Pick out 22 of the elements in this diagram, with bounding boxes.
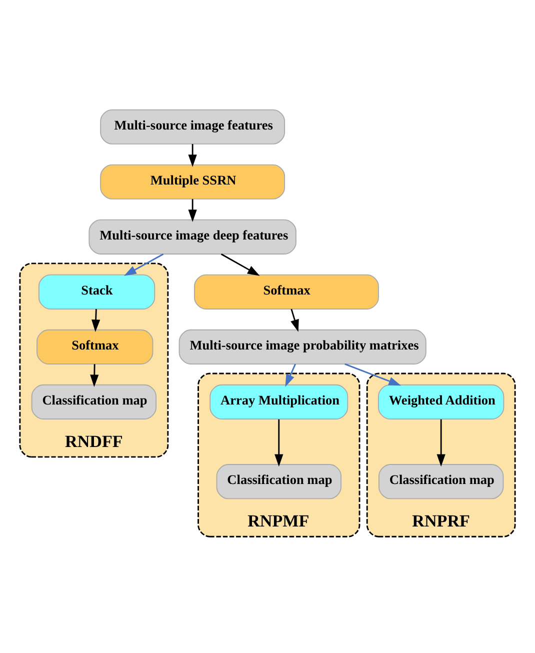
node-box: Classification map [378,464,504,499]
arrow [188,198,197,222]
node-box: Stack [38,274,156,309]
arrow [90,364,99,387]
node-box: Softmax [194,274,379,309]
arrow [285,363,296,386]
node-box: Multi-source image probability matrixes [178,328,426,364]
node-box: Multi-source image features [100,108,286,144]
node-box: Softmax [36,328,154,364]
arrow [220,252,260,276]
arrow [436,418,446,466]
arrow [188,144,197,166]
arrow [274,418,284,466]
node-box: Classification map [31,384,157,419]
node-box: Array Multiplication [210,384,348,419]
node-box: Multiple SSRN [100,164,286,199]
arrow [290,308,299,332]
arrow [124,252,164,276]
arrow [92,308,100,332]
node-box: Classification map [216,464,342,499]
node-box: Multi-source image deep features [88,218,296,254]
node-box: Weighted Addition [378,384,504,419]
